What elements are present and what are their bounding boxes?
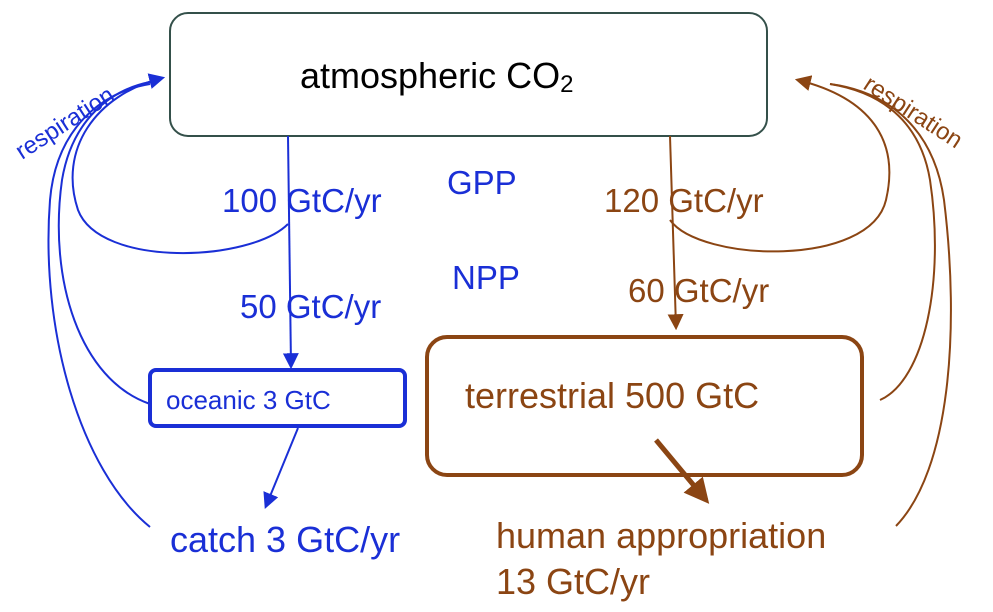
atmosphere-box xyxy=(169,12,768,137)
land-gpp-flux-label: 120 GtC/yr xyxy=(604,182,764,219)
terrestrial-pool-label: terrestrial 500 GtC xyxy=(465,375,759,416)
ocean-npp-flux-label: 50 GtC/yr xyxy=(240,288,381,325)
oceanic-pool-label: oceanic 3 GtC xyxy=(166,385,331,415)
ocean-autotrophic-respiration-loop xyxy=(71,73,289,255)
oceanic-pool-box xyxy=(148,368,407,428)
center-npp-label: NPP xyxy=(452,259,520,296)
ocean-catch-respiration-line xyxy=(47,83,151,528)
human-appropriation-flux-label: 13 GtC/yr xyxy=(496,561,650,602)
center-gpp-label: GPP xyxy=(447,164,517,201)
ocean-respiration-label: respiration xyxy=(11,81,120,165)
land-autotrophic-respiration-loop xyxy=(669,75,891,253)
land-respiration-label: respiration xyxy=(859,70,968,154)
human-appropriation-label: human appropriation xyxy=(496,515,826,556)
land-human-appropriation-arrow xyxy=(654,438,710,504)
ocean-catch-arrow xyxy=(263,427,299,509)
terrestrial-pool-box xyxy=(425,335,864,477)
ocean-gpp-flux-label: 100 GtC/yr xyxy=(222,182,382,219)
ocean-catch-label: catch 3 GtC/yr xyxy=(170,519,400,560)
ocean-pool-respiration-line xyxy=(57,81,151,405)
atmosphere-label: atmospheric CO2 xyxy=(300,55,573,98)
land-pool-respiration-line xyxy=(829,83,936,401)
land-gpp-arrow xyxy=(667,135,684,331)
land-human-respiration-line xyxy=(829,83,952,527)
land-npp-flux-label: 60 GtC/yr xyxy=(628,272,769,309)
ocean-gpp-arrow xyxy=(282,135,299,370)
